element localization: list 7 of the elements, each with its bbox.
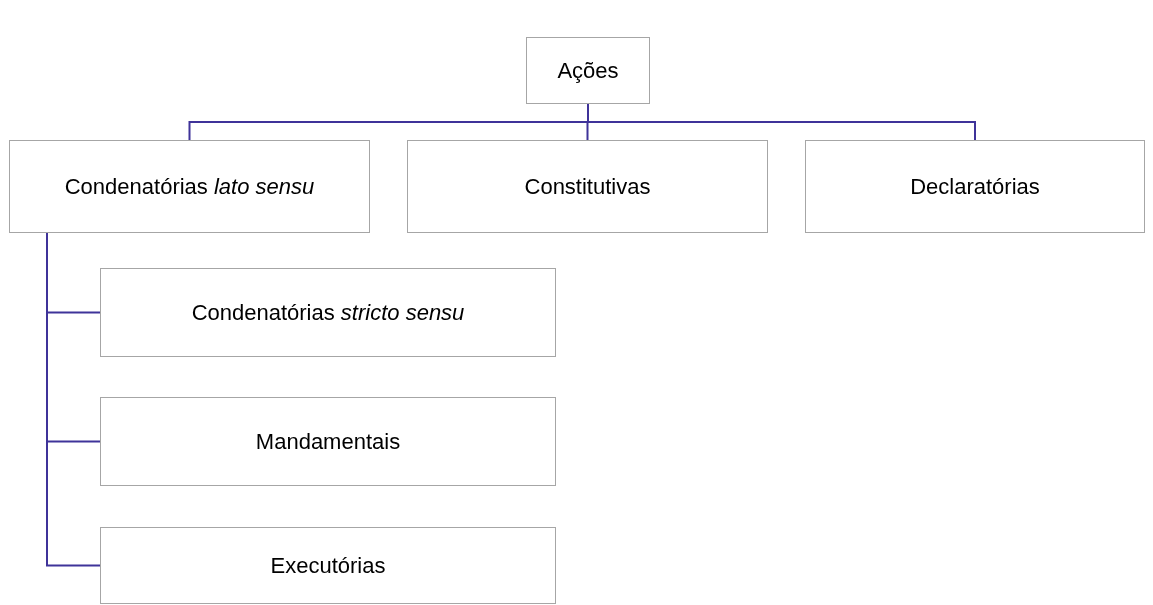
- category-box: Ações: [526, 37, 650, 104]
- category-box: Condenatórias stricto sensu: [100, 268, 556, 357]
- category-box: Constitutivas: [407, 140, 768, 233]
- category-box: Condenatórias lato sensu: [9, 140, 370, 233]
- category-box: Executórias: [100, 527, 556, 604]
- category-box: Declaratórias: [805, 140, 1145, 233]
- category-box: Mandamentais: [100, 397, 556, 486]
